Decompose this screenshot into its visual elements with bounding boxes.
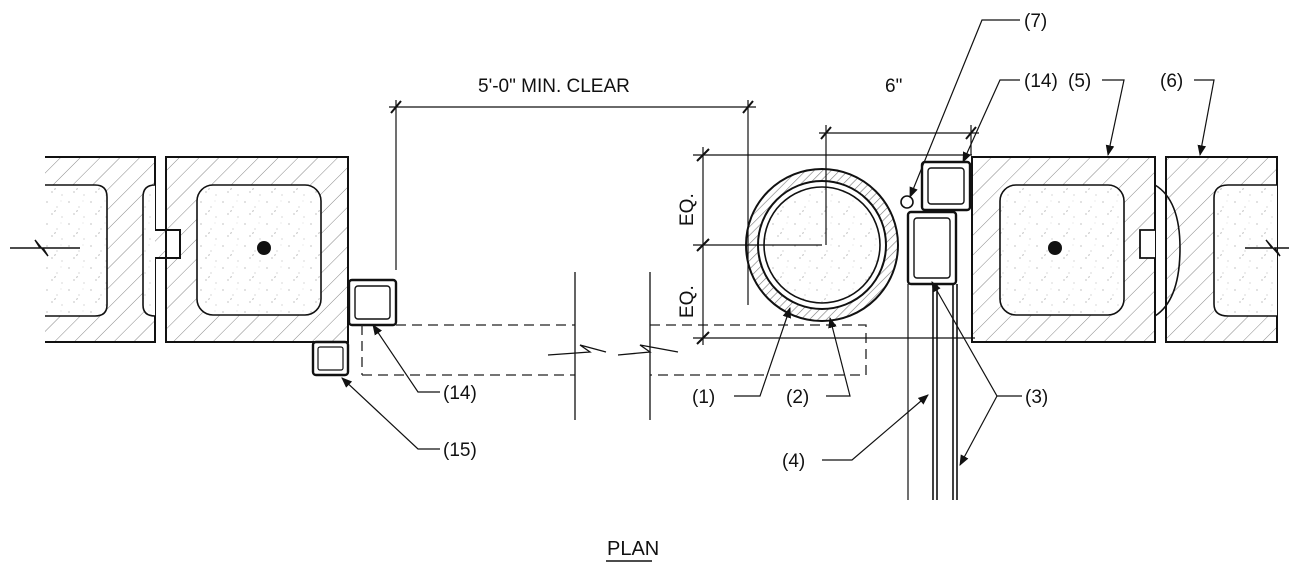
callout-14-left: (14) — [443, 383, 477, 404]
callout-2: (2) — [786, 387, 809, 408]
break-lines — [547, 272, 679, 420]
dim-offset-label: 6" — [885, 76, 902, 97]
callout-4: (4) — [782, 451, 805, 472]
left-masonry-wall — [10, 156, 349, 343]
dim-clear-label: 5'-0" MIN. CLEAR — [478, 76, 630, 97]
tube-14-right — [920, 160, 972, 212]
callout-6: (6) — [1160, 71, 1183, 92]
gate-dashed-outline — [361, 324, 867, 376]
leader-lines — [341, 19, 1215, 466]
callout-5: (5) — [1068, 71, 1091, 92]
tube-15 — [311, 340, 350, 377]
right-masonry-wall — [971, 156, 1289, 343]
eq-lower-label: EQ. — [677, 285, 698, 318]
eq-upper-label: EQ. — [677, 193, 698, 226]
dimension-lines — [389, 100, 979, 345]
rebar-dot-right — [1048, 241, 1062, 255]
frame-members — [907, 284, 958, 500]
callout-7: (7) — [1024, 11, 1047, 32]
callout-14-right: (14) — [1024, 71, 1058, 92]
callout-1: (1) — [692, 387, 715, 408]
drawing-title: PLAN — [607, 538, 659, 560]
callout-3: (3) — [1025, 387, 1048, 408]
rebar-dot-left — [257, 241, 271, 255]
tube-3 — [906, 210, 958, 286]
callout-15: (15) — [443, 440, 477, 461]
small-rod-7 — [900, 195, 914, 209]
